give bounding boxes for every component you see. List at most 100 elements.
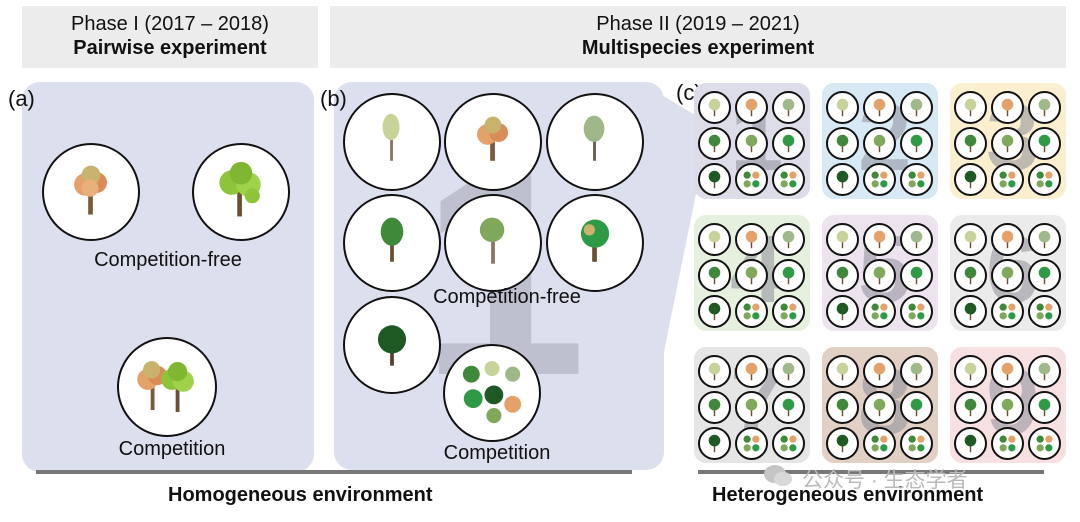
heterogeneous-divider (698, 470, 1044, 474)
mini-tree-circle (772, 259, 805, 292)
mini-tree-circle (991, 391, 1024, 424)
mini-tree-circle (900, 163, 933, 196)
panel-b-caption-comp: Competition (443, 442, 551, 464)
mini-tree-circle (1028, 163, 1061, 196)
mini-tree-circle (698, 295, 731, 328)
phase-2-title: Phase II (2019 – 2021) (596, 13, 800, 35)
panel-b-zoom-connector (640, 82, 700, 470)
mini-tree-circle (991, 259, 1024, 292)
mini-tree-circle (954, 391, 987, 424)
mini-tree-circle (991, 295, 1024, 328)
mini-tree-circle (991, 223, 1024, 256)
homogeneous-label: Homogeneous environment (168, 484, 433, 506)
mini-tree-circle (698, 355, 731, 388)
mini-tree-circle (863, 391, 896, 424)
mini-tree-circle (954, 223, 987, 256)
multispecies-tree-2 (444, 93, 542, 191)
pairwise-single-tree-1 (42, 143, 140, 241)
orange-tree-icon (74, 165, 107, 215)
mini-tree-circle (698, 427, 731, 460)
phase-1-subtitle: Pairwise experiment (73, 37, 267, 59)
mini-tree-circle (826, 91, 859, 124)
light-green-tree-icon (479, 217, 505, 264)
two-trees-icon (137, 361, 194, 412)
mini-tree-circle (900, 391, 933, 424)
panel-b-caption-free: Competition-free (433, 286, 581, 308)
mini-tree-circle (735, 295, 768, 328)
mini-tree-circle (863, 355, 896, 388)
mini-tree-circle (900, 223, 933, 256)
mini-tree-circle (1028, 127, 1061, 160)
mini-tree-circle (954, 355, 987, 388)
mini-tree-circle (826, 427, 859, 460)
mini-tree-circle (698, 91, 731, 124)
heterogeneous-label: Heterogeneous environment (712, 484, 984, 506)
mini-tree-circle (900, 355, 933, 388)
mini-tree-circle (735, 391, 768, 424)
multispecies-tree-6 (546, 194, 644, 292)
plot-1: 1 (694, 83, 810, 199)
mini-tree-circle (698, 163, 731, 196)
mini-tree-circle (991, 355, 1024, 388)
dense-tree-icon (377, 325, 407, 366)
plot-6: 6 (950, 215, 1066, 331)
pale-tree-icon (382, 113, 400, 161)
mini-tree-circle (1028, 295, 1061, 328)
phase-2-header: Phase II (2019 – 2021) Multispecies expe… (330, 6, 1066, 68)
plot-8: 8 (822, 347, 938, 463)
mini-tree-circle (698, 223, 731, 256)
plot-9: 9 (950, 347, 1066, 463)
mini-tree-circle (698, 391, 731, 424)
mini-tree-circle (900, 127, 933, 160)
mini-tree-circle (735, 259, 768, 292)
panel-a-caption-free: Competition-free (94, 249, 242, 271)
panel-a-caption-comp: Competition (118, 438, 226, 460)
mini-tree-circle (863, 127, 896, 160)
mixed-trees-icon (462, 361, 522, 424)
panel-b-label: (b) (320, 86, 347, 111)
multispecies-tree-4 (343, 194, 441, 292)
multispecies-competition-circle (443, 344, 541, 442)
multispecies-tree-5 (444, 194, 542, 292)
plot-5: 5 (822, 215, 938, 331)
mini-tree-circle (826, 391, 859, 424)
mini-tree-circle (954, 259, 987, 292)
mini-tree-circle (900, 259, 933, 292)
mini-tree-circle (735, 427, 768, 460)
mini-tree-circle (900, 91, 933, 124)
homogeneous-divider (36, 470, 632, 474)
phase-2-subtitle: Multispecies experiment (581, 37, 815, 59)
multispecies-tree-3 (546, 93, 644, 191)
multispecies-tree-7 (343, 296, 441, 394)
mini-tree-circle (772, 163, 805, 196)
pairwise-competition-circle (117, 337, 217, 437)
plot-2: 2 (822, 83, 938, 199)
mini-tree-circle (735, 163, 768, 196)
mini-tree-circle (698, 259, 731, 292)
mini-tree-circle (954, 91, 987, 124)
round-green-tree-icon (580, 219, 610, 262)
mini-tree-circle (772, 355, 805, 388)
dark-green-tree-icon (380, 217, 404, 262)
sparse-tree-icon (583, 115, 605, 161)
mini-tree-circle (826, 127, 859, 160)
mini-tree-circle (954, 163, 987, 196)
mini-tree-circle (826, 295, 859, 328)
plot-7: 7 (694, 347, 810, 463)
watermark-text: 公众号 · 生态学者 (802, 469, 968, 492)
mini-tree-circle (698, 127, 731, 160)
mini-tree-circle (863, 295, 896, 328)
mini-tree-circle (1028, 427, 1061, 460)
mini-tree-circle (954, 295, 987, 328)
mini-tree-circle (735, 355, 768, 388)
panel-a-label: (a) (8, 86, 35, 111)
mini-tree-circle (826, 163, 859, 196)
plot-grid: 123456789 (694, 83, 1070, 463)
wechat-icon (764, 465, 792, 486)
mini-tree-circle (772, 223, 805, 256)
mini-tree-circle (863, 91, 896, 124)
mini-tree-circle (735, 223, 768, 256)
mini-tree-circle (900, 427, 933, 460)
mini-tree-circle (863, 163, 896, 196)
phase-1-title: Phase I (2017 – 2018) (71, 13, 269, 35)
